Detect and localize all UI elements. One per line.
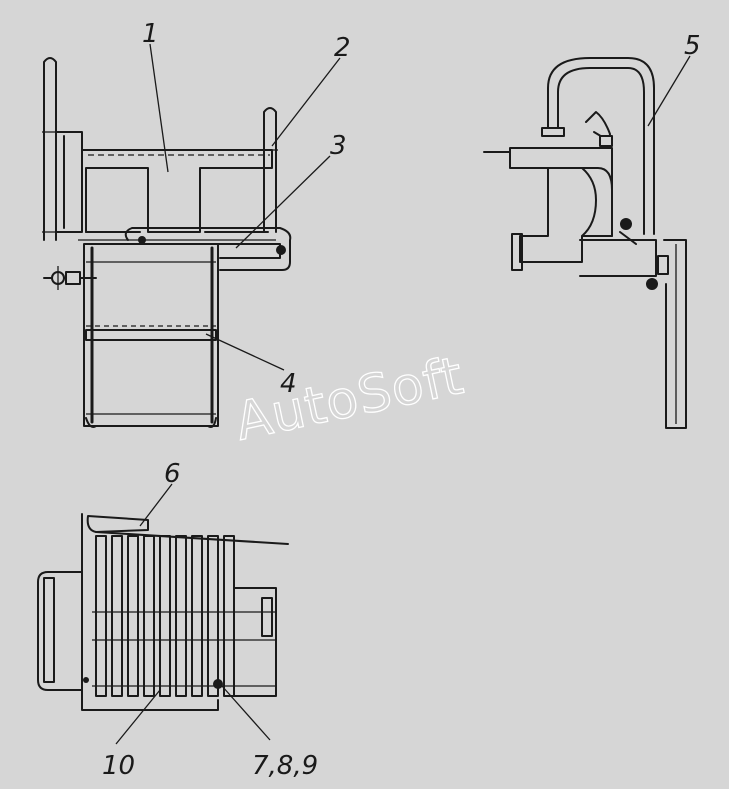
callout-3: 3 bbox=[330, 131, 347, 161]
top-strap bbox=[86, 515, 289, 545]
callout-4: 4 bbox=[280, 369, 297, 399]
fin-array bbox=[92, 535, 276, 697]
loop-pipe bbox=[541, 57, 655, 235]
side-fitting bbox=[43, 266, 97, 290]
left-vertical-pipe bbox=[42, 57, 83, 241]
callout-7-8-9: 7,8,9 bbox=[252, 751, 318, 781]
connecting-pipe bbox=[124, 227, 292, 271]
manifold bbox=[78, 149, 276, 241]
support-leg bbox=[663, 239, 687, 429]
callout-labels: 1 2 3 4 5 6 10 7,8,9 bbox=[102, 19, 701, 781]
cylinder bbox=[83, 243, 219, 428]
callout-2: 2 bbox=[334, 33, 351, 63]
clamp bbox=[619, 218, 669, 290]
callout-6: 6 bbox=[164, 459, 181, 489]
bracket bbox=[509, 147, 657, 277]
callout-1: 1 bbox=[142, 19, 159, 49]
front-view bbox=[42, 57, 292, 428]
callout-5: 5 bbox=[684, 31, 701, 61]
right-vertical-pipe bbox=[262, 107, 278, 233]
side-view bbox=[483, 57, 687, 429]
leader-lines bbox=[115, 43, 691, 745]
left-cap bbox=[37, 571, 83, 691]
callout-10: 10 bbox=[102, 751, 135, 781]
bottom-view bbox=[37, 513, 289, 711]
right-block bbox=[233, 587, 277, 697]
